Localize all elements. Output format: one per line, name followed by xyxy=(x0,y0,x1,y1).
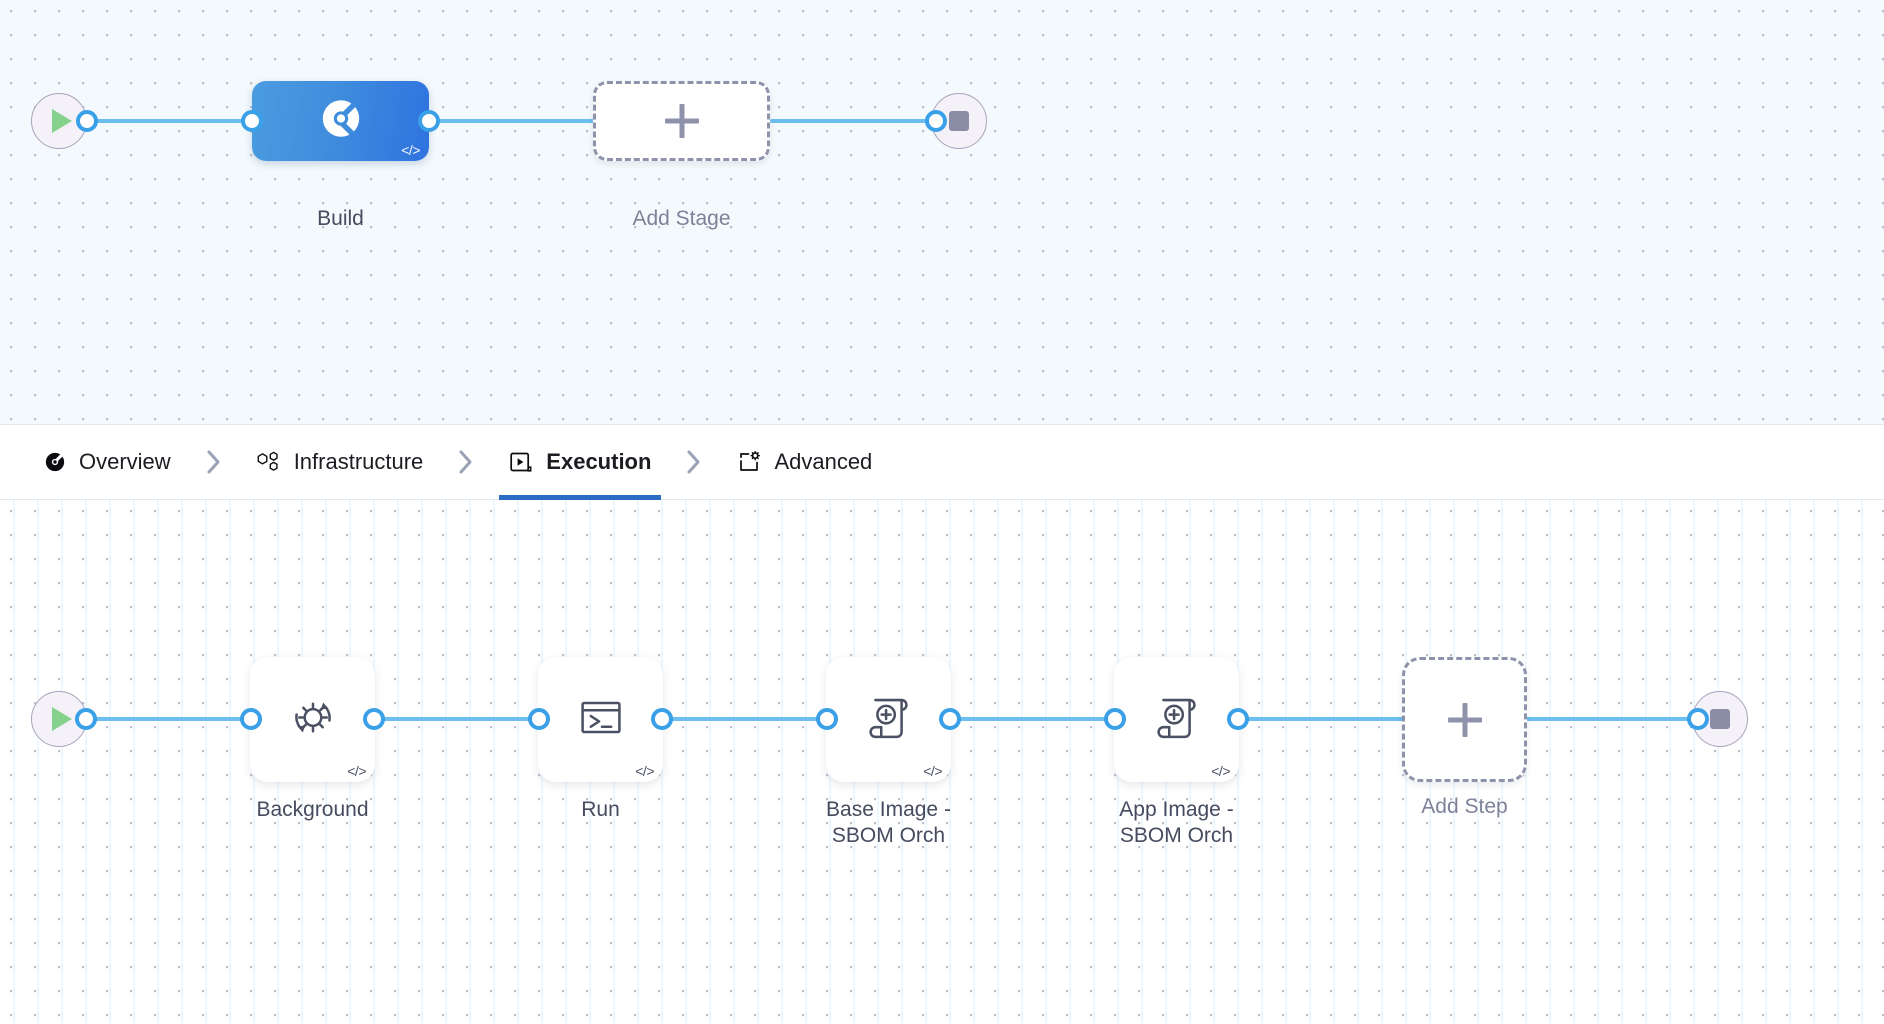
port-background-in[interactable] xyxy=(240,708,262,730)
tab-label-infrastructure: Infrastructure xyxy=(293,449,424,474)
tab-overview[interactable]: Overview xyxy=(18,425,197,499)
tab-advanced[interactable]: Advanced xyxy=(711,425,898,499)
port-exec-start-out[interactable] xyxy=(75,708,97,730)
chevron-right-icon xyxy=(677,425,711,499)
harness-logo-icon xyxy=(318,96,364,147)
port-end-in[interactable] xyxy=(925,110,947,132)
port-base-image-in[interactable] xyxy=(816,708,838,730)
gear-refresh-icon xyxy=(282,686,344,753)
chevron-right-icon xyxy=(449,425,483,499)
execution-graph-canvas[interactable]: </> Background </> Run xyxy=(0,500,1884,1024)
scroll-plus-icon xyxy=(858,686,920,753)
tab-execution[interactable]: Execution xyxy=(483,425,677,500)
code-badge-icon: </> xyxy=(923,763,942,779)
pipeline-start-node[interactable] xyxy=(31,93,87,149)
stage-graph-canvas[interactable]: </> Build Add Stage xyxy=(0,0,1884,424)
stage-node-build[interactable]: </> xyxy=(252,81,429,161)
add-step-button[interactable] xyxy=(1402,657,1527,782)
code-badge-icon: </> xyxy=(347,763,366,779)
add-stage-label: Add Stage xyxy=(632,207,731,230)
edge-app-image-to-add-step xyxy=(1237,717,1423,721)
add-stage-button[interactable] xyxy=(593,81,770,161)
add-step-label: Add Step xyxy=(1421,795,1508,818)
harness-logo-icon xyxy=(44,451,66,473)
code-badge-icon: </> xyxy=(401,142,420,158)
port-app-image-out[interactable] xyxy=(1227,708,1249,730)
port-app-image-in[interactable] xyxy=(1104,708,1126,730)
hexagons-icon xyxy=(257,450,281,474)
play-in-box-icon xyxy=(509,450,533,474)
port-background-out[interactable] xyxy=(363,708,385,730)
chevron-right-icon xyxy=(197,425,231,499)
port-run-in[interactable] xyxy=(528,708,550,730)
edge-base-image-to-app-image xyxy=(949,717,1135,721)
code-badge-icon: </> xyxy=(635,763,654,779)
edge-start-to-background xyxy=(85,717,265,721)
step-label-background: Background xyxy=(256,798,369,821)
document-gear-icon xyxy=(737,450,761,474)
step-node-app-image-sbom-orch[interactable]: </> xyxy=(1114,657,1239,782)
code-badge-icon: </> xyxy=(1211,763,1230,779)
edge-start-to-build xyxy=(88,119,268,123)
stop-icon xyxy=(1710,709,1730,729)
edge-build-to-add-stage xyxy=(429,119,599,123)
scroll-plus-icon xyxy=(1146,686,1208,753)
step-node-run[interactable]: </> xyxy=(538,657,663,782)
edge-run-to-base-image xyxy=(661,717,847,721)
step-node-background[interactable]: </> xyxy=(250,657,375,782)
tab-infrastructure[interactable]: Infrastructure xyxy=(231,425,450,499)
edge-add-stage-to-end xyxy=(770,119,945,123)
edge-add-step-to-end xyxy=(1525,717,1703,721)
step-node-base-image-sbom-orch[interactable]: </> xyxy=(826,657,951,782)
port-build-in[interactable] xyxy=(241,110,263,132)
stage-config-tab-bar: Overview Infrastructure xyxy=(0,424,1884,500)
tab-label-execution: Execution xyxy=(546,449,652,474)
port-start-out[interactable] xyxy=(76,110,98,132)
play-icon xyxy=(52,109,72,133)
terminal-icon xyxy=(570,686,632,753)
port-base-image-out[interactable] xyxy=(939,708,961,730)
stage-label-build: Build xyxy=(317,207,364,230)
tab-label-overview: Overview xyxy=(79,449,171,474)
plus-icon xyxy=(1448,703,1482,737)
tab-label-advanced: Advanced xyxy=(774,449,873,474)
port-run-out[interactable] xyxy=(651,708,673,730)
edge-background-to-run xyxy=(373,717,559,721)
port-exec-end-in[interactable] xyxy=(1687,708,1709,730)
stop-icon xyxy=(949,111,969,131)
step-label-run: Run xyxy=(581,798,620,821)
plus-icon xyxy=(665,104,699,138)
play-icon xyxy=(52,707,72,731)
step-label-app-image-sbom-orch: App Image - SBOM Orch xyxy=(1119,798,1234,847)
step-label-base-image-sbom-orch: Base Image - SBOM Orch xyxy=(826,798,951,847)
port-build-out[interactable] xyxy=(418,110,440,132)
